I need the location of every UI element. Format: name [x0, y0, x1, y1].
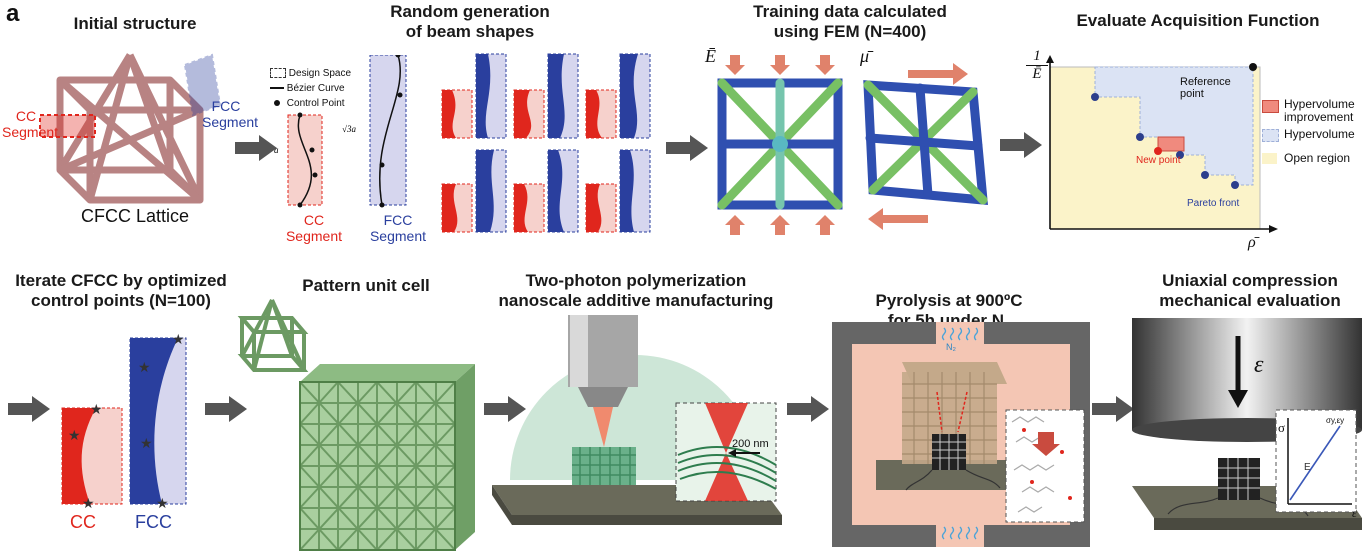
- two-photon-title: Two-photon polymerization nanoscale addi…: [498, 271, 774, 310]
- flow-arrow-1: [235, 135, 277, 161]
- svg-text:★: ★: [172, 331, 185, 347]
- acquisition-legend: Hypervolume improvement Hypervolume Open…: [1262, 98, 1355, 172]
- legend-open-region: Open region: [1262, 152, 1355, 172]
- pattern-unit-cell: [237, 299, 309, 372]
- beam-samples-grid: [441, 53, 651, 233]
- fcc-segment-caption: FCC Segment: [369, 212, 427, 244]
- cfcc-lattice-illustration: [39, 53, 222, 204]
- y-axis-denominator: Ē: [1032, 66, 1042, 82]
- flow-arrow-5: [205, 396, 247, 422]
- strain-symbol: ε: [1254, 352, 1264, 378]
- acquisition-plot: [1046, 55, 1278, 233]
- design-legend: Design Space Bézier Curve Control Point: [270, 66, 351, 111]
- acquisition-title: Evaluate Acquisition Function: [1076, 11, 1320, 30]
- y-axis-numerator: 1: [1026, 48, 1048, 66]
- gas-label: N₂: [946, 342, 956, 352]
- flow-arrow-2: [666, 135, 708, 161]
- svg-text:★: ★: [140, 435, 153, 451]
- legend-hypervolume: Hypervolume: [1262, 128, 1355, 152]
- compression-title: Uniaxial compression mechanical evaluati…: [1159, 271, 1341, 310]
- two-photon-setup: [492, 315, 782, 525]
- cfcc-lattice-caption: CFCC Lattice: [80, 206, 190, 226]
- svg-text:★: ★: [90, 401, 103, 417]
- flow-arrow-4: [8, 396, 50, 422]
- fem-shear-result: [863, 63, 988, 230]
- beam-sample-row-1: [441, 53, 651, 139]
- svg-text:√3a: √3a: [342, 124, 356, 134]
- pyrolysis-furnace: [832, 322, 1090, 547]
- pareto-front-label: Pareto front: [1187, 198, 1240, 209]
- svg-text:a: a: [274, 145, 279, 155]
- flow-arrow-6: [484, 396, 526, 422]
- cc-segment-caption: CC Segment: [285, 212, 343, 244]
- x-axis-label: ρ̄: [1248, 234, 1256, 251]
- iterate-title: Iterate CFCC by optimized control points…: [15, 271, 227, 310]
- patterned-lattice-cube: [299, 364, 475, 551]
- optimized-beams: ★ ★ ★ ★ ★ ★ ★: [61, 331, 187, 510]
- panel-label: a: [6, 0, 20, 27]
- training-data-title: Training data calculated using FEM (N=40…: [753, 2, 947, 41]
- reference-point-label: Reference point: [1180, 76, 1231, 100]
- modulus-label: E: [1304, 462, 1311, 473]
- symbol-mu-bar: μ̄: [860, 46, 870, 66]
- random-generation-title: Random generation of beam shapes: [390, 2, 550, 41]
- fcc-optimized-label: FCC: [135, 512, 172, 532]
- yield-point-label: σy,εy: [1326, 416, 1345, 425]
- beam-design-space: a √3a: [274, 55, 407, 208]
- initial-structure-title: Initial structure: [73, 14, 197, 33]
- fcc-segment-label: FCC Segment: [202, 98, 259, 130]
- sigma-axis-label: σ: [1278, 420, 1286, 435]
- new-point-label: New point: [1136, 155, 1181, 166]
- fem-compression-result: [717, 55, 843, 235]
- epsilon-axis-label: ε: [1352, 506, 1357, 520]
- legend-hv-improvement: Hypervolume improvement: [1262, 98, 1355, 128]
- cc-optimized-label: CC: [70, 512, 96, 532]
- flow-arrow-8: [1092, 396, 1134, 422]
- svg-text:★: ★: [82, 495, 95, 510]
- symbol-e-bar: Ē: [705, 46, 716, 66]
- compression-setup: [1132, 318, 1362, 530]
- svg-text:★: ★: [138, 359, 151, 375]
- svg-text:★: ★: [68, 427, 81, 443]
- flow-arrow-3: [1000, 132, 1042, 158]
- beam-sample-row-2: [441, 149, 651, 233]
- svg-text:★: ★: [156, 495, 169, 510]
- y-axis-label: 1 Ē: [1026, 48, 1048, 83]
- legend-control-point: Control Point: [270, 96, 351, 111]
- legend-bezier-curve: Bézier Curve: [270, 81, 351, 96]
- pattern-title: Pattern unit cell: [302, 276, 430, 295]
- flow-arrow-7: [787, 396, 829, 422]
- scale-200nm: 200 nm: [732, 438, 769, 450]
- cc-segment-label: CC Segment: [2, 108, 59, 140]
- legend-design-space: Design Space: [270, 66, 351, 81]
